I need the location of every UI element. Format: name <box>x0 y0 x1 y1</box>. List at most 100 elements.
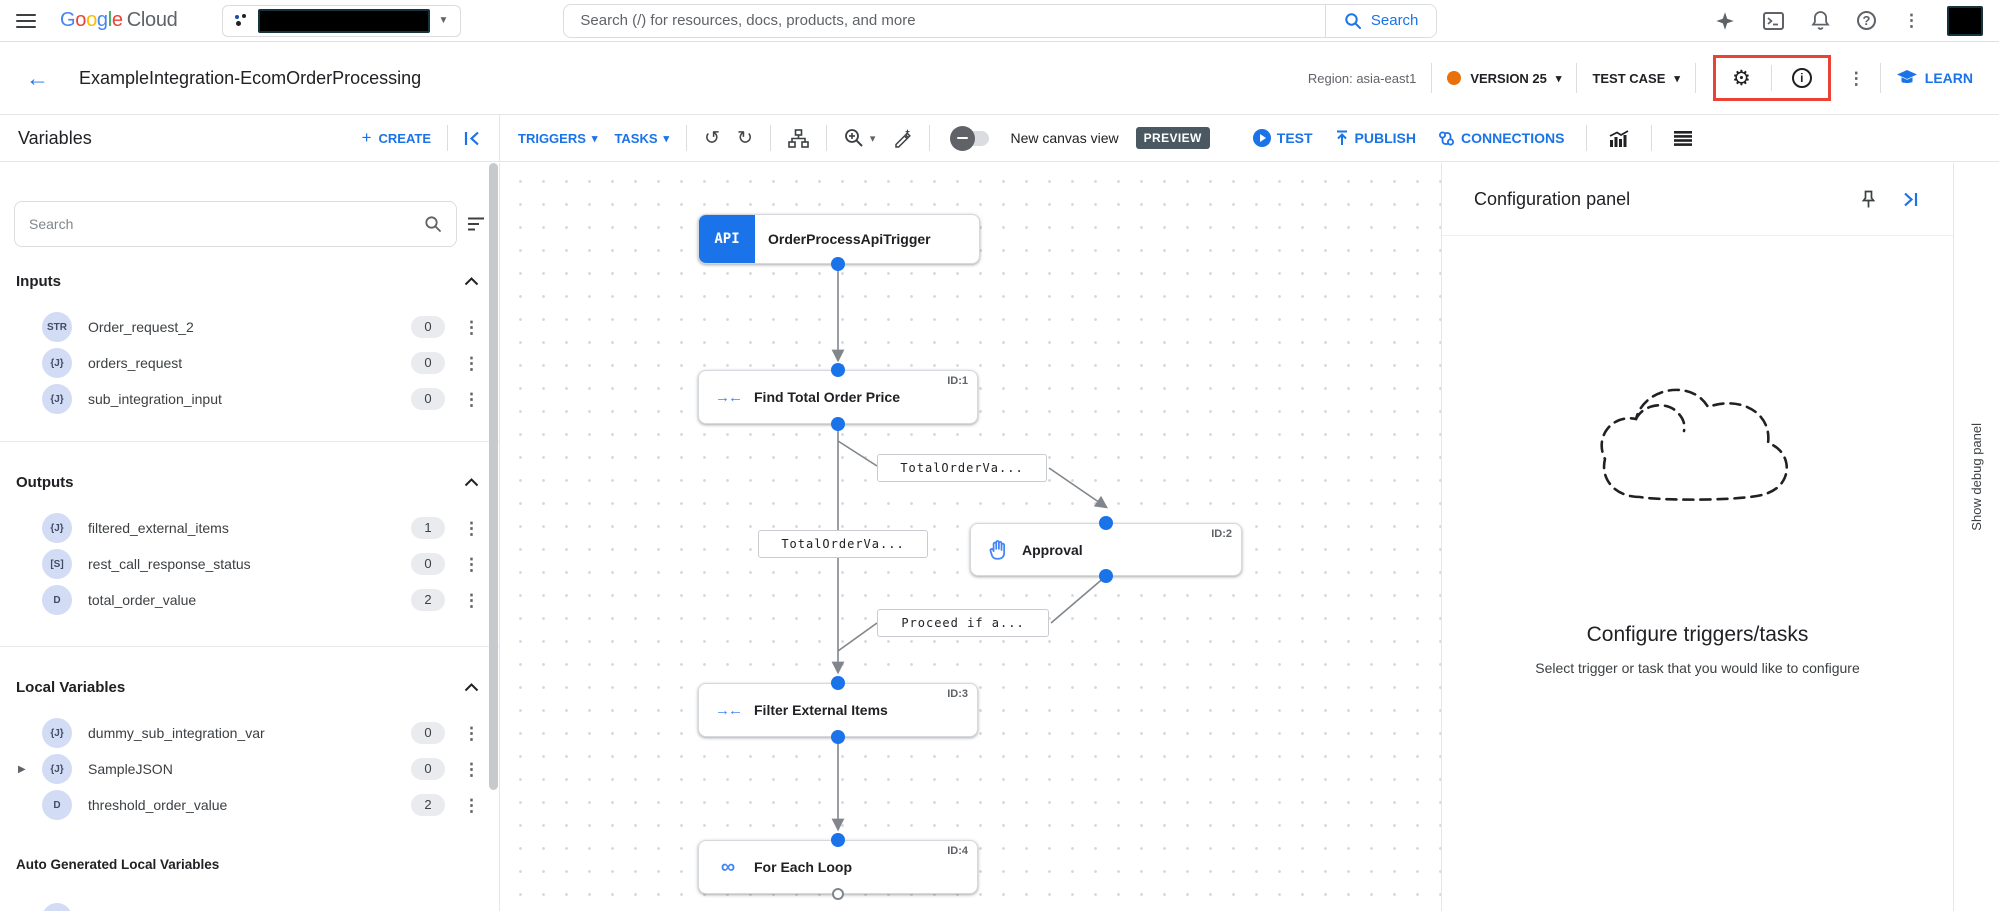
sidebar-scrollbar[interactable] <box>489 163 498 790</box>
variables-search-input[interactable] <box>29 216 424 232</box>
divider <box>447 125 448 151</box>
expand-arrow-icon[interactable]: ▶ <box>18 763 26 775</box>
row-kebab-icon[interactable]: ⋮ <box>463 723 480 743</box>
sort-filter-icon[interactable] <box>467 216 487 232</box>
node-for-each-loop[interactable]: ID:4 ∞ For Each Loop <box>698 840 978 894</box>
connector-dot[interactable] <box>831 833 845 847</box>
approval-hand-icon <box>989 539 1006 560</box>
create-variable-button[interactable]: + CREATE <box>361 128 431 147</box>
node-approval[interactable]: ID:2 Approval <box>970 523 1242 576</box>
main-menu-icon[interactable] <box>16 13 36 28</box>
row-kebab-icon[interactable]: ⋮ <box>463 518 480 538</box>
triggers-dropdown[interactable]: TRIGGERS ▾ <box>518 130 598 146</box>
global-search-button[interactable]: Search <box>1324 4 1437 37</box>
redo-icon[interactable]: ↻ <box>737 127 753 149</box>
row-kebab-icon[interactable]: ⋮ <box>463 353 480 373</box>
project-name-redacted <box>257 8 430 33</box>
zoom-control[interactable]: ▾ <box>844 128 875 148</box>
cloud-wordmark: Cloud <box>126 9 178 31</box>
back-arrow-icon[interactable]: ← <box>26 64 49 91</box>
configuration-panel-title: Configuration panel <box>1474 188 1631 209</box>
node-order-process-api-trigger[interactable]: API OrderProcessApiTrigger <box>698 214 980 264</box>
titlebar-kebab-icon[interactable]: ⋮ <box>1847 68 1865 88</box>
show-debug-panel-button[interactable]: Show debug panel <box>1969 423 1984 531</box>
empty-state-subheading: Select trigger or task that you would li… <box>1535 660 1860 676</box>
variable-row[interactable]: STR Order_request_2 0 ⋮ <box>0 309 499 345</box>
gemini-sparkle-icon[interactable] <box>1714 10 1736 32</box>
test-case-label: TEST CASE <box>1592 70 1666 86</box>
type-badge-string: STR <box>42 312 72 342</box>
row-kebab-icon[interactable]: ⋮ <box>463 759 480 779</box>
node-id-tag: ID:4 <box>947 845 968 857</box>
collapse-panel-left-icon[interactable] <box>464 131 481 146</box>
type-badge-json: {J} <box>42 754 72 784</box>
magic-edit-icon[interactable] <box>892 128 912 148</box>
test-case-dropdown[interactable]: TEST CASE ▾ <box>1592 71 1680 86</box>
variable-row[interactable]: ▶ {J} SampleJSON 0 ⋮ <box>0 751 499 787</box>
connections-button[interactable]: CONNECTIONS <box>1438 130 1564 147</box>
variable-row[interactable]: {J} sub_integration_input 0 ⋮ <box>0 381 499 417</box>
variables-panel-title: Variables <box>18 127 92 148</box>
auto-generated-section-title: Auto Generated Local Variables <box>16 857 220 872</box>
node-filter-external-items[interactable]: ID:3 →← Filter External Items <box>698 683 978 737</box>
execution-logs-icon[interactable] <box>1674 130 1693 146</box>
row-kebab-icon[interactable]: ⋮ <box>463 317 480 337</box>
notifications-bell-icon[interactable] <box>1811 10 1830 31</box>
integration-title-bar: ← ExampleIntegration-EcomOrderProcessing… <box>0 42 1999 115</box>
search-button-label: Search <box>1370 12 1419 29</box>
variable-row[interactable]: D total_order_value 2 ⋮ <box>0 582 499 618</box>
row-kebab-icon[interactable]: ⋮ <box>463 795 480 815</box>
empty-state-heading: Configure triggers/tasks <box>1586 623 1809 646</box>
avatar[interactable] <box>1947 5 1983 36</box>
variable-row[interactable]: {J} dummy_sub_integration_var 0 ⋮ <box>0 715 499 751</box>
connector-dot-hollow[interactable] <box>832 888 844 900</box>
global-search-input[interactable] <box>564 12 1325 29</box>
learn-button[interactable]: LEARN <box>1896 69 1973 87</box>
empty-state-cloud-illustration <box>1592 359 1802 514</box>
connector-dot[interactable] <box>831 363 845 377</box>
usage-count-badge: 2 <box>411 589 445 611</box>
auto-layout-sitemap-icon[interactable] <box>788 128 809 148</box>
divider <box>1651 125 1653 151</box>
node-id-tag: ID:2 <box>1211 528 1232 540</box>
info-icon[interactable]: i <box>1791 68 1812 88</box>
row-kebab-icon[interactable]: ⋮ <box>463 590 480 610</box>
integration-canvas[interactable]: API OrderProcessApiTrigger ID:1 →← Find … <box>500 163 1441 911</box>
edge-label[interactable]: TotalOrderVa... <box>877 454 1047 482</box>
new-canvas-view-toggle[interactable] <box>950 125 990 151</box>
edge-label[interactable]: TotalOrderVa... <box>758 530 928 558</box>
settings-gear-icon[interactable]: ⚙ <box>1731 66 1751 90</box>
help-icon[interactable]: ? <box>1857 11 1876 30</box>
node-find-total-order-price[interactable]: ID:1 →← Find Total Order Price <box>698 370 978 424</box>
version-dropdown[interactable]: VERSION 25 ▾ <box>1447 71 1561 86</box>
tasks-dropdown[interactable]: TASKS ▾ <box>614 130 670 146</box>
chevron-up-icon[interactable] <box>464 276 479 286</box>
metrics-chart-icon[interactable] <box>1609 129 1629 147</box>
variable-row[interactable]: {J} orders_request 0 ⋮ <box>0 345 499 381</box>
chevron-up-icon[interactable] <box>464 477 479 487</box>
undo-icon[interactable]: ↺ <box>704 127 720 149</box>
variable-row[interactable]: D threshold_order_value 2 ⋮ <box>0 787 499 823</box>
topbar-kebab-icon[interactable]: ⋮ <box>1903 11 1920 30</box>
connector-dot[interactable] <box>831 676 845 690</box>
pin-icon[interactable] <box>1861 190 1876 209</box>
plus-icon: + <box>361 128 372 147</box>
cloud-shell-icon[interactable] <box>1763 11 1784 30</box>
connector-dot[interactable] <box>1099 516 1113 530</box>
row-kebab-icon[interactable]: ⋮ <box>463 554 480 574</box>
row-kebab-icon[interactable]: ⋮ <box>463 389 480 409</box>
publish-button[interactable]: PUBLISH <box>1335 130 1416 146</box>
connector-dot[interactable] <box>831 257 845 271</box>
section-title: Inputs <box>16 272 61 290</box>
chevron-up-icon[interactable] <box>464 682 479 692</box>
variable-row[interactable]: [S] rest_call_response_status 0 ⋮ <box>0 546 499 582</box>
connector-dot[interactable] <box>831 730 845 744</box>
connector-dot[interactable] <box>831 417 845 431</box>
project-selector[interactable]: ▼ <box>221 4 462 37</box>
test-button[interactable]: TEST <box>1252 129 1313 147</box>
variable-row[interactable]: {J} filtered_external_items 1 ⋮ <box>0 510 499 546</box>
connector-dot[interactable] <box>1099 569 1113 583</box>
collapse-panel-right-icon[interactable] <box>1902 192 1919 207</box>
edge-label[interactable]: Proceed if a... <box>877 609 1049 637</box>
